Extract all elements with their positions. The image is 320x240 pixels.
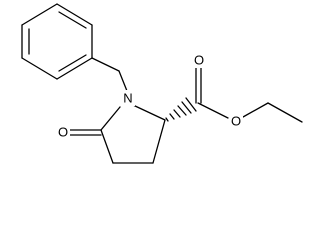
- ring-bond: [21, 57, 58, 80]
- ring-double-bond: [58, 54, 87, 72]
- ring-double-bond: [58, 11, 87, 29]
- ester-oxygen-label: O: [231, 114, 241, 129]
- benzyl-n-bond: [118, 70, 128, 92]
- ethyl-bond: [242, 102, 269, 118]
- ester-single-bond: [197, 102, 229, 119]
- molecule-diagram: N O O O: [21, 3, 303, 164]
- structure-drawing: N O O O: [21, 3, 303, 164]
- ring-bond: [152, 119, 166, 164]
- pyrrolidinone-ring: [100, 104, 166, 164]
- atom-o-ester: O: [229, 113, 243, 129]
- benzene-ring: [21, 3, 93, 80]
- atom-n: N: [121, 90, 135, 106]
- atom-o-ketone: O: [56, 124, 70, 140]
- ring-bond: [132, 104, 166, 121]
- benzyl-bond: [91, 57, 120, 72]
- ring-bond: [56, 57, 93, 80]
- ring-bond: [100, 106, 121, 131]
- ring-bond: [56, 3, 93, 26]
- ring-bond: [21, 3, 58, 26]
- ester-carbonyl-oxygen-label: O: [194, 53, 204, 68]
- nitrogen-label: N: [123, 91, 132, 106]
- ketone-oxygen-label: O: [58, 125, 68, 140]
- ring-bond: [100, 129, 114, 164]
- stereo-hash-bond: [165, 97, 197, 122]
- atom-o-carbonyl: O: [192, 52, 206, 68]
- ethyl-bond: [267, 102, 303, 123]
